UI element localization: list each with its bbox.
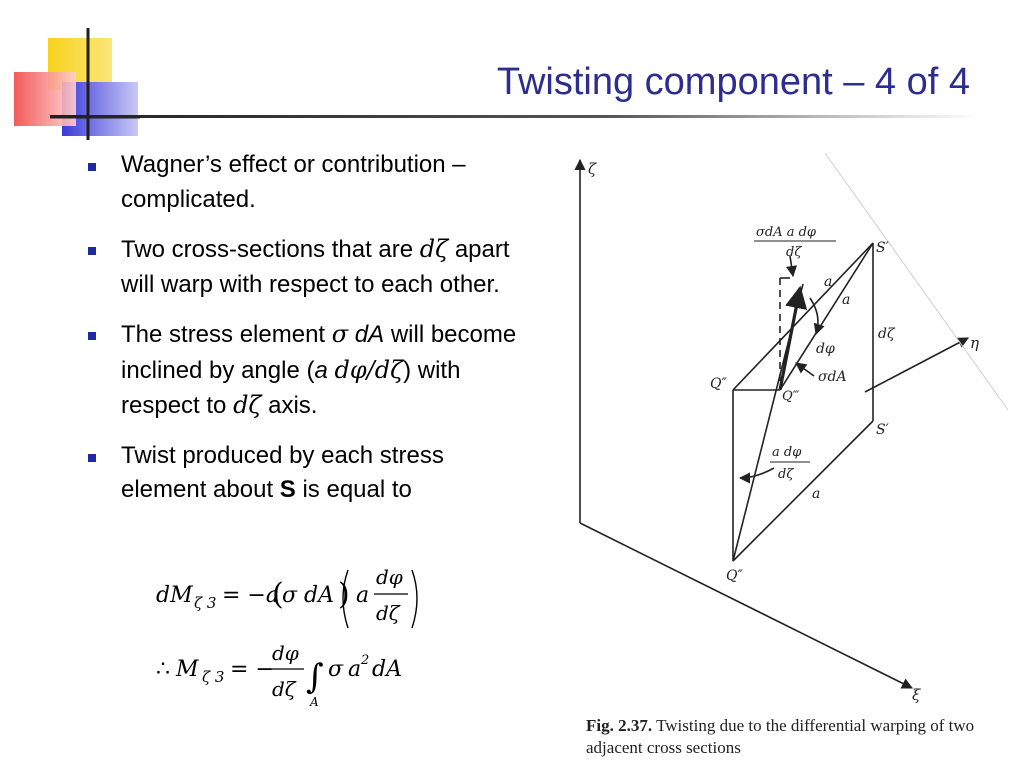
math-dzeta: dζ [233, 391, 262, 419]
eq2-exponent: 2 [360, 653, 369, 668]
zeta-axis-label: ζ [588, 160, 597, 178]
a-label-1: a [824, 274, 832, 290]
warping-figure: ζ η ξ σdA a dφ dζ S′ a a dζ dφ σdA Q″ Q‴… [574, 152, 1009, 704]
eq2-integral: ∫ [306, 657, 324, 697]
dphi-arc [809, 297, 825, 336]
eq2-lhs: M [175, 657, 199, 682]
bullet-list: Wagner’s effect or contribution – compli… [88, 148, 528, 523]
xi-axis [579, 522, 914, 689]
stress-vector [778, 285, 808, 391]
eq2-sigma: σ [328, 657, 344, 682]
figure-caption-text: Twisting due to the differential warping… [586, 716, 975, 757]
bullet-text: will become inclined by angle ( [121, 321, 517, 384]
eq1-rhs-prefix: = −a [222, 583, 279, 608]
title-rule [50, 115, 980, 118]
xi-axis-label: ξ [912, 686, 921, 704]
eq1-big-close-paren [411, 569, 418, 629]
math-dA: dA [348, 321, 385, 348]
corner-decoration [14, 28, 140, 140]
eq1-lhs-sub: ζ 3 [194, 594, 216, 612]
top-frac-num: σdA a dφ [756, 225, 817, 240]
eq1-lhs: dM [156, 583, 193, 608]
eq2-a: a [348, 657, 361, 682]
q-double-prime-top-label: Q″ [710, 376, 727, 392]
sigma-dA-label: σdA [818, 369, 847, 385]
math-dzeta: dζ [419, 235, 449, 263]
math-dphi-dzeta: dφ/dζ [334, 355, 404, 384]
eq1-frac-num: dφ [376, 565, 403, 589]
bullet-text: Twist produced by each stress element ab… [121, 441, 444, 504]
lower-section-side [732, 420, 874, 562]
bullet-item: Wagner’s effect or contribution – compli… [88, 148, 528, 217]
eq1-paren-content: σ dA [282, 583, 334, 608]
eq1-factor: a [356, 583, 369, 608]
top-label-pointer [785, 255, 798, 278]
bullet-item: The stress element σ dA will become incl… [88, 317, 528, 424]
math-sigma: σ [331, 320, 349, 348]
upper-section-edge [732, 242, 874, 391]
eq2-eq-sign: = − [230, 657, 274, 682]
bullet-text: The stress element [121, 321, 332, 348]
eq2-dA: dA [372, 657, 402, 682]
dphi-label: dφ [816, 341, 835, 357]
sigma-dA-pointer [795, 362, 815, 377]
eq2-integral-sub: A [309, 695, 319, 709]
bullet-text: Two cross-sections that are [121, 236, 420, 263]
eq1-close-paren: ) [338, 577, 350, 612]
equation-M: ∴ M ζ 3 = − dφ dζ ∫ A σ a 2 dA [156, 641, 402, 709]
math-a: a [314, 356, 328, 384]
eta-axis [864, 337, 969, 393]
top-frac-den: dζ [786, 245, 802, 260]
a-label-2: a [842, 292, 850, 308]
bullet-item: Twist produced by each stress element ab… [88, 439, 528, 508]
bullet-marker [88, 247, 96, 255]
eq2-frac-num: dφ [272, 641, 299, 665]
eq2-lhs-sub: ζ 3 [202, 668, 224, 686]
figure-caption-number: Fig. 2.37. [586, 716, 653, 735]
eq1-open-paren: ( [272, 577, 284, 612]
figure-caption: Fig. 2.37. Twisting due to the different… [586, 715, 1016, 759]
dzeta-label: dζ [878, 326, 896, 342]
bullet-marker [88, 332, 96, 340]
bullet-text: axis. [261, 392, 318, 419]
eta-axis-label: η [970, 334, 979, 352]
bullet-text: is equal to [295, 476, 412, 503]
eq2-therefore: ∴ [156, 657, 170, 682]
bullet-item: Two cross-sections that are dζ apart wil… [88, 232, 528, 302]
bullet-text: Wagner’s effect or contribution – compli… [121, 151, 466, 213]
bullet-text: apart will warp with respect to each oth… [121, 236, 510, 298]
q-double-prime-bottom-label: Q″ [726, 568, 743, 584]
q-triple-prime-label: Q‴ [782, 389, 800, 404]
mid-frac-den: dζ [778, 467, 794, 482]
faint-diagonal [824, 152, 1009, 411]
bullet-marker [88, 163, 96, 171]
a-label-3: a [812, 486, 820, 502]
bold-s: S [279, 476, 296, 503]
eq1-big-open-paren [342, 569, 349, 629]
eq2-frac-den: dζ [272, 677, 297, 701]
bullet-marker [88, 453, 96, 462]
equation-dM: dM ζ 3 = −a ( σ dA ) a dφ dζ [156, 565, 418, 629]
angle-arc [738, 467, 775, 484]
bullet-text: ) with respect to [121, 356, 461, 420]
eq1-frac-den: dζ [376, 601, 401, 625]
s-prime-top-label: S′ [876, 240, 890, 256]
mid-frac-num: a dφ [772, 445, 802, 460]
slide-title: Twisting component – 4 of 4 [496, 61, 970, 103]
s-prime-bottom-label: S′ [876, 422, 890, 438]
